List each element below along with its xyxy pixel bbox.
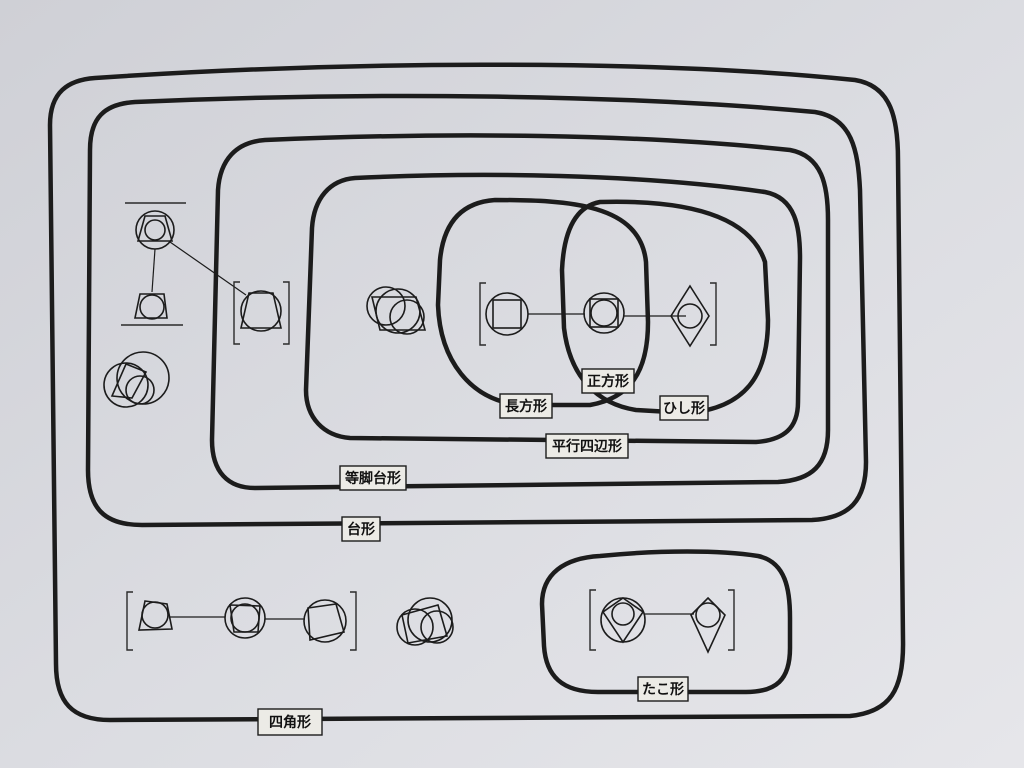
- label-rectangle-text: 長方形: [505, 398, 547, 415]
- irregular-quadrilateral-icon: [138, 600, 173, 631]
- quadrilateral-set-outline: [47, 62, 906, 723]
- label-trapezoid-text: 台形: [347, 521, 375, 538]
- trapezoid-set-outline: [85, 93, 869, 528]
- trapezoid-small-icon: [134, 293, 168, 320]
- label-parallelogram-text: 平行四辺形: [552, 438, 622, 455]
- label-quadrilateral: 四角形: [257, 708, 323, 736]
- connector-line: [151, 248, 156, 293]
- kite-icon: [690, 596, 726, 654]
- label-parallelogram: 平行四辺形: [545, 433, 629, 459]
- label-rectangle: 長方形: [499, 393, 553, 419]
- kite-figures: [589, 589, 735, 654]
- kite-inscribed-circle-icon: [600, 597, 646, 644]
- special-parallelograms-figures: [479, 282, 717, 348]
- label-kite: たこ形: [637, 676, 689, 702]
- overlapping-circles-icon: [103, 351, 170, 408]
- rectangle-set-outline: [435, 197, 651, 408]
- trapezoid-figures-group: [103, 202, 247, 408]
- label-trapezoid: 台形: [341, 516, 381, 542]
- overlapping-circles-icon: [396, 597, 454, 646]
- isosceles-trapezoid-set-outline: [209, 133, 831, 491]
- parallelogram-figure: [366, 286, 427, 335]
- label-kite-text: たこ形: [642, 681, 684, 698]
- isosceles-trapezoid-figure: [233, 281, 290, 345]
- label-isosceles-trapezoid: 等脚台形: [339, 465, 407, 491]
- kite-set-outline: [539, 549, 793, 695]
- label-rhombus-text: ひし形: [663, 400, 705, 417]
- general-quadrilateral-figures: [126, 591, 454, 651]
- label-isosceles-trapezoid-text: 等脚台形: [345, 470, 401, 487]
- label-square: 正方形: [581, 368, 635, 394]
- cyclic-quadrilateral-icon: [224, 597, 266, 639]
- label-quadrilateral-text: 四角形: [269, 714, 311, 731]
- rhombus-circle-icon: [670, 284, 710, 348]
- label-rhombus: ひし形: [659, 395, 709, 421]
- square-circle-icon: [583, 292, 625, 334]
- parallelogram-set-outline: [303, 172, 803, 445]
- tangential-quadrilateral-icon: [303, 599, 347, 643]
- label-square-text: 正方形: [587, 373, 629, 390]
